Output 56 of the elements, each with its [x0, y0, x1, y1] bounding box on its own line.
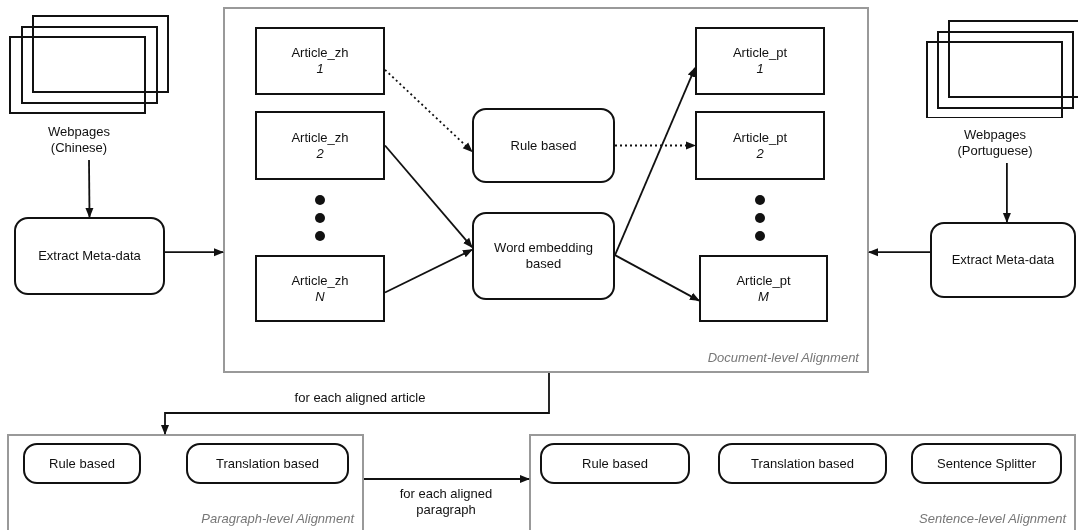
panel-title: Document-level Alignment	[707, 350, 859, 366]
node-label: Rule based	[581, 455, 649, 472]
article-box	[255, 111, 385, 180]
arrow	[384, 248, 473, 294]
arrow	[384, 144, 473, 249]
node-label: Rule based	[48, 455, 116, 472]
article-box	[695, 111, 825, 180]
article-box	[695, 27, 825, 95]
node-label: Rule based	[509, 137, 578, 154]
arrow	[614, 66, 696, 256]
arrow	[868, 248, 931, 257]
node-label: Translation based	[215, 455, 320, 472]
alignment-panel	[7, 434, 364, 530]
node-label: Article_zh	[291, 272, 349, 289]
process-box	[14, 217, 165, 295]
index-label: M	[758, 288, 769, 305]
node-label: Article_pt	[736, 272, 791, 289]
node-label: Webpages (Chinese)	[47, 124, 111, 156]
arrow	[384, 68, 473, 153]
arrow	[1002, 162, 1011, 223]
node-label: Webpages (Portuguese)	[956, 127, 1034, 159]
process-box	[472, 212, 615, 300]
panel-title: Paragraph-level Alignment	[201, 511, 354, 527]
process-box	[23, 443, 141, 484]
node-label: Extract Meta-data	[950, 252, 1056, 268]
index-label: 1	[756, 61, 764, 77]
alignment-panel	[529, 434, 1076, 530]
process-box	[911, 443, 1062, 484]
process-box	[930, 222, 1076, 298]
article-box	[699, 255, 828, 322]
process-box	[718, 443, 887, 484]
process-box	[186, 443, 349, 484]
node-label: Word embedding based	[493, 240, 594, 272]
node-label: Article_zh	[291, 129, 349, 146]
process-box	[540, 443, 690, 484]
panel-title: Sentence-level Alignment	[919, 511, 1066, 527]
arrow	[161, 372, 550, 435]
node-label: Article_zh	[291, 45, 349, 61]
process-box	[472, 108, 615, 183]
article-box	[255, 255, 385, 322]
node-label: Article_pt	[732, 129, 788, 146]
index-label: 1	[316, 61, 324, 77]
arrow	[614, 254, 700, 302]
index-label: N	[315, 288, 325, 305]
node-label: Extract Meta-data	[37, 248, 142, 264]
node-label: Sentence Splitter	[936, 455, 1037, 472]
arrow	[363, 475, 530, 483]
index-label: 2	[316, 145, 324, 162]
article-box	[255, 27, 385, 95]
arrow	[614, 141, 696, 150]
node-label: Article_pt	[732, 45, 788, 61]
arrow	[164, 248, 224, 257]
arrow	[85, 159, 94, 218]
index-label: 2	[756, 145, 764, 162]
alignment-panel	[223, 7, 869, 373]
node-label: Translation based	[750, 455, 855, 472]
